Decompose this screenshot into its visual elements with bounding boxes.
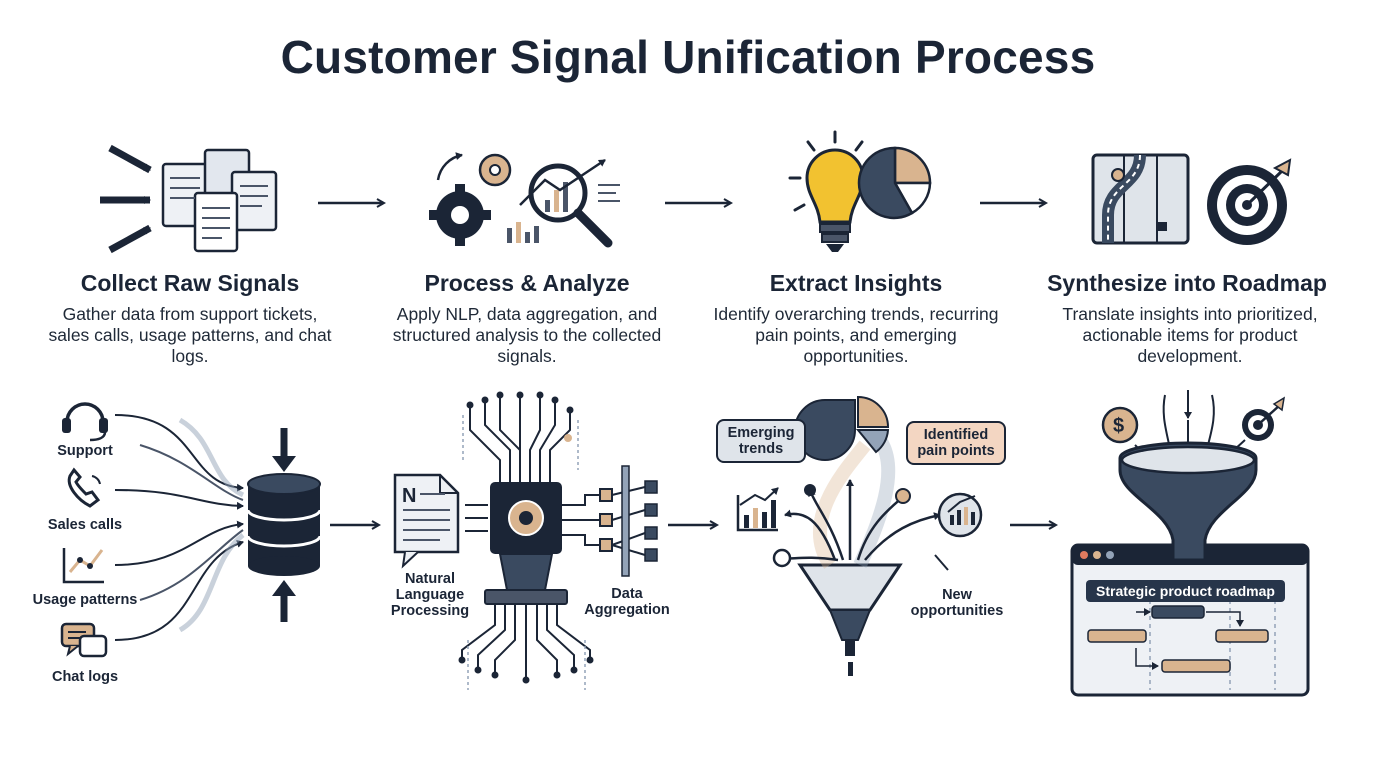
source-label-usage-patterns: Usage patterns (32, 592, 138, 608)
roadmap-label: Strategic product roadmap (1086, 580, 1285, 602)
documents-icon (100, 144, 278, 254)
nlp-document-icon: N (393, 473, 460, 569)
roadmap-funnel-icon: $ (1070, 390, 1310, 697)
pain-points-tag: Identified pain points (906, 421, 1006, 465)
database-icon (246, 428, 322, 622)
page-title: Customer Signal Unification Process (280, 31, 1096, 83)
aggregation-tree-icon (562, 465, 658, 577)
emerging-trends-tag: Emerging trends (716, 419, 806, 463)
step-4-title: Synthesize into Roadmap (1047, 270, 1327, 296)
insights-burst (736, 395, 983, 676)
gears-magnifier-icon (429, 152, 620, 248)
opportunity-chart-icon (937, 492, 983, 538)
headset-icon (62, 402, 108, 442)
chat-bubbles-icon (60, 622, 108, 658)
step-1-description: Gather data from support tickets, sales … (48, 304, 332, 366)
step-3-description: Identify overarching trends, recurring p… (713, 304, 999, 366)
aggregation-label: Data Aggregation (584, 586, 670, 618)
nlp-letter: N (402, 485, 416, 507)
svg-text:$: $ (1113, 415, 1124, 437)
trend-chart-icon (736, 487, 779, 532)
processor-chip-icon (458, 391, 594, 690)
step-3-title: Extract Insights (769, 270, 943, 296)
step-2-description: Apply NLP, data aggregation, and structu… (392, 304, 662, 366)
source-label-chat-logs: Chat logs (51, 669, 119, 685)
nlp-label: Natural Language Processing (390, 571, 470, 619)
step-4-description: Translate insights into prioritized, act… (1062, 304, 1318, 366)
opportunities-label: New opportunities (910, 587, 1004, 619)
signal-streams (114, 414, 245, 641)
map-target-icon (1091, 153, 1292, 245)
source-label-sales-calls: Sales calls (47, 517, 123, 533)
phone-icon (67, 467, 101, 508)
lightbulb-pie-icon (788, 130, 932, 252)
source-label-support: Support (57, 443, 113, 459)
step-2-title: Process & Analyze (424, 270, 630, 296)
usage-chart-icon (62, 548, 104, 584)
step-1-title: Collect Raw Signals (80, 270, 300, 296)
